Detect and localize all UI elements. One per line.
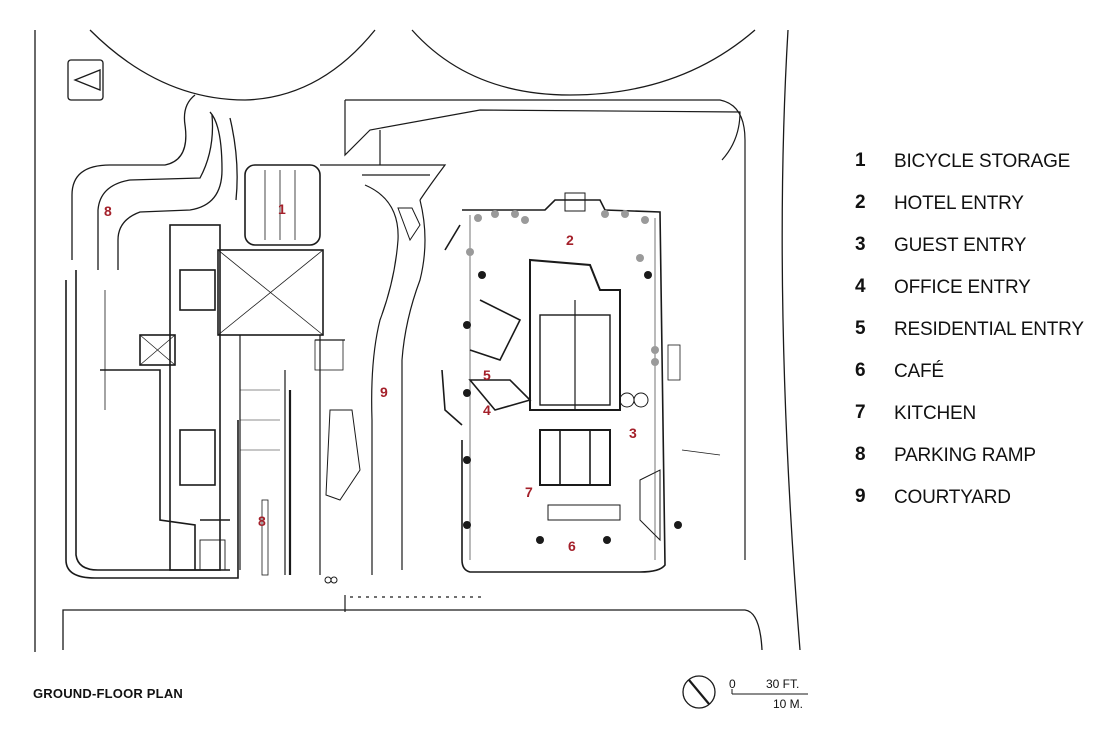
legend-label: KITCHEN [894,403,976,424]
plan-marker-3: 3 [629,425,637,441]
parking-ramp-curve [71,94,238,270]
site-lines [34,29,801,652]
plan-marker-2: 2 [566,232,574,248]
legend-label: GUEST ENTRY [894,235,1027,256]
legend-number: 3 [855,234,866,255]
legend-label: COURTYARD [894,487,1011,508]
scale-bar [731,689,808,695]
legend-label: CAFÉ [894,361,944,382]
plan-marker-9: 9 [380,384,388,400]
plan-marker-7: 7 [525,484,533,500]
plan-marker-4: 4 [483,402,491,418]
north-arrow-icon [682,675,716,709]
legend-number: 8 [855,444,866,465]
columns [463,271,682,544]
plan-markers: 1 2 3 4 5 6 7 8 8 9 [104,201,637,554]
legend-number: 2 [855,192,866,213]
legend-label: BICYCLE STORAGE [894,151,1071,172]
legend-number: 4 [855,276,866,297]
legend-number: 9 [855,486,866,507]
scale-feet: 30 FT. [766,677,800,691]
furniture-gray [466,210,659,366]
courtyard-paths [320,99,746,612]
plan-marker-5: 5 [483,367,491,383]
plan-marker-8-south: 8 [258,513,266,529]
legend-label: PARKING RAMP [894,445,1036,466]
plan-caption: GROUND-FLOOR PLAN [33,686,183,701]
ramp-corridor [239,335,345,584]
legend-number: 5 [855,318,866,339]
scale-zero: 0 [729,677,736,691]
scale-meters: 10 M. [773,697,804,711]
legend-label: OFFICE ENTRY [894,277,1031,298]
plan-marker-6: 6 [568,538,576,554]
plan-marker-8-north: 8 [104,203,112,219]
legend-label: HOTEL ENTRY [894,193,1024,214]
legend-number: 6 [855,360,866,381]
tower-footprint [441,192,721,573]
west-building [65,164,324,579]
legend-number: 7 [855,402,866,423]
plan-marker-1: 1 [278,201,286,217]
legend-label: RESIDENTIAL ENTRY [894,319,1084,340]
legend-number: 1 [855,150,866,171]
